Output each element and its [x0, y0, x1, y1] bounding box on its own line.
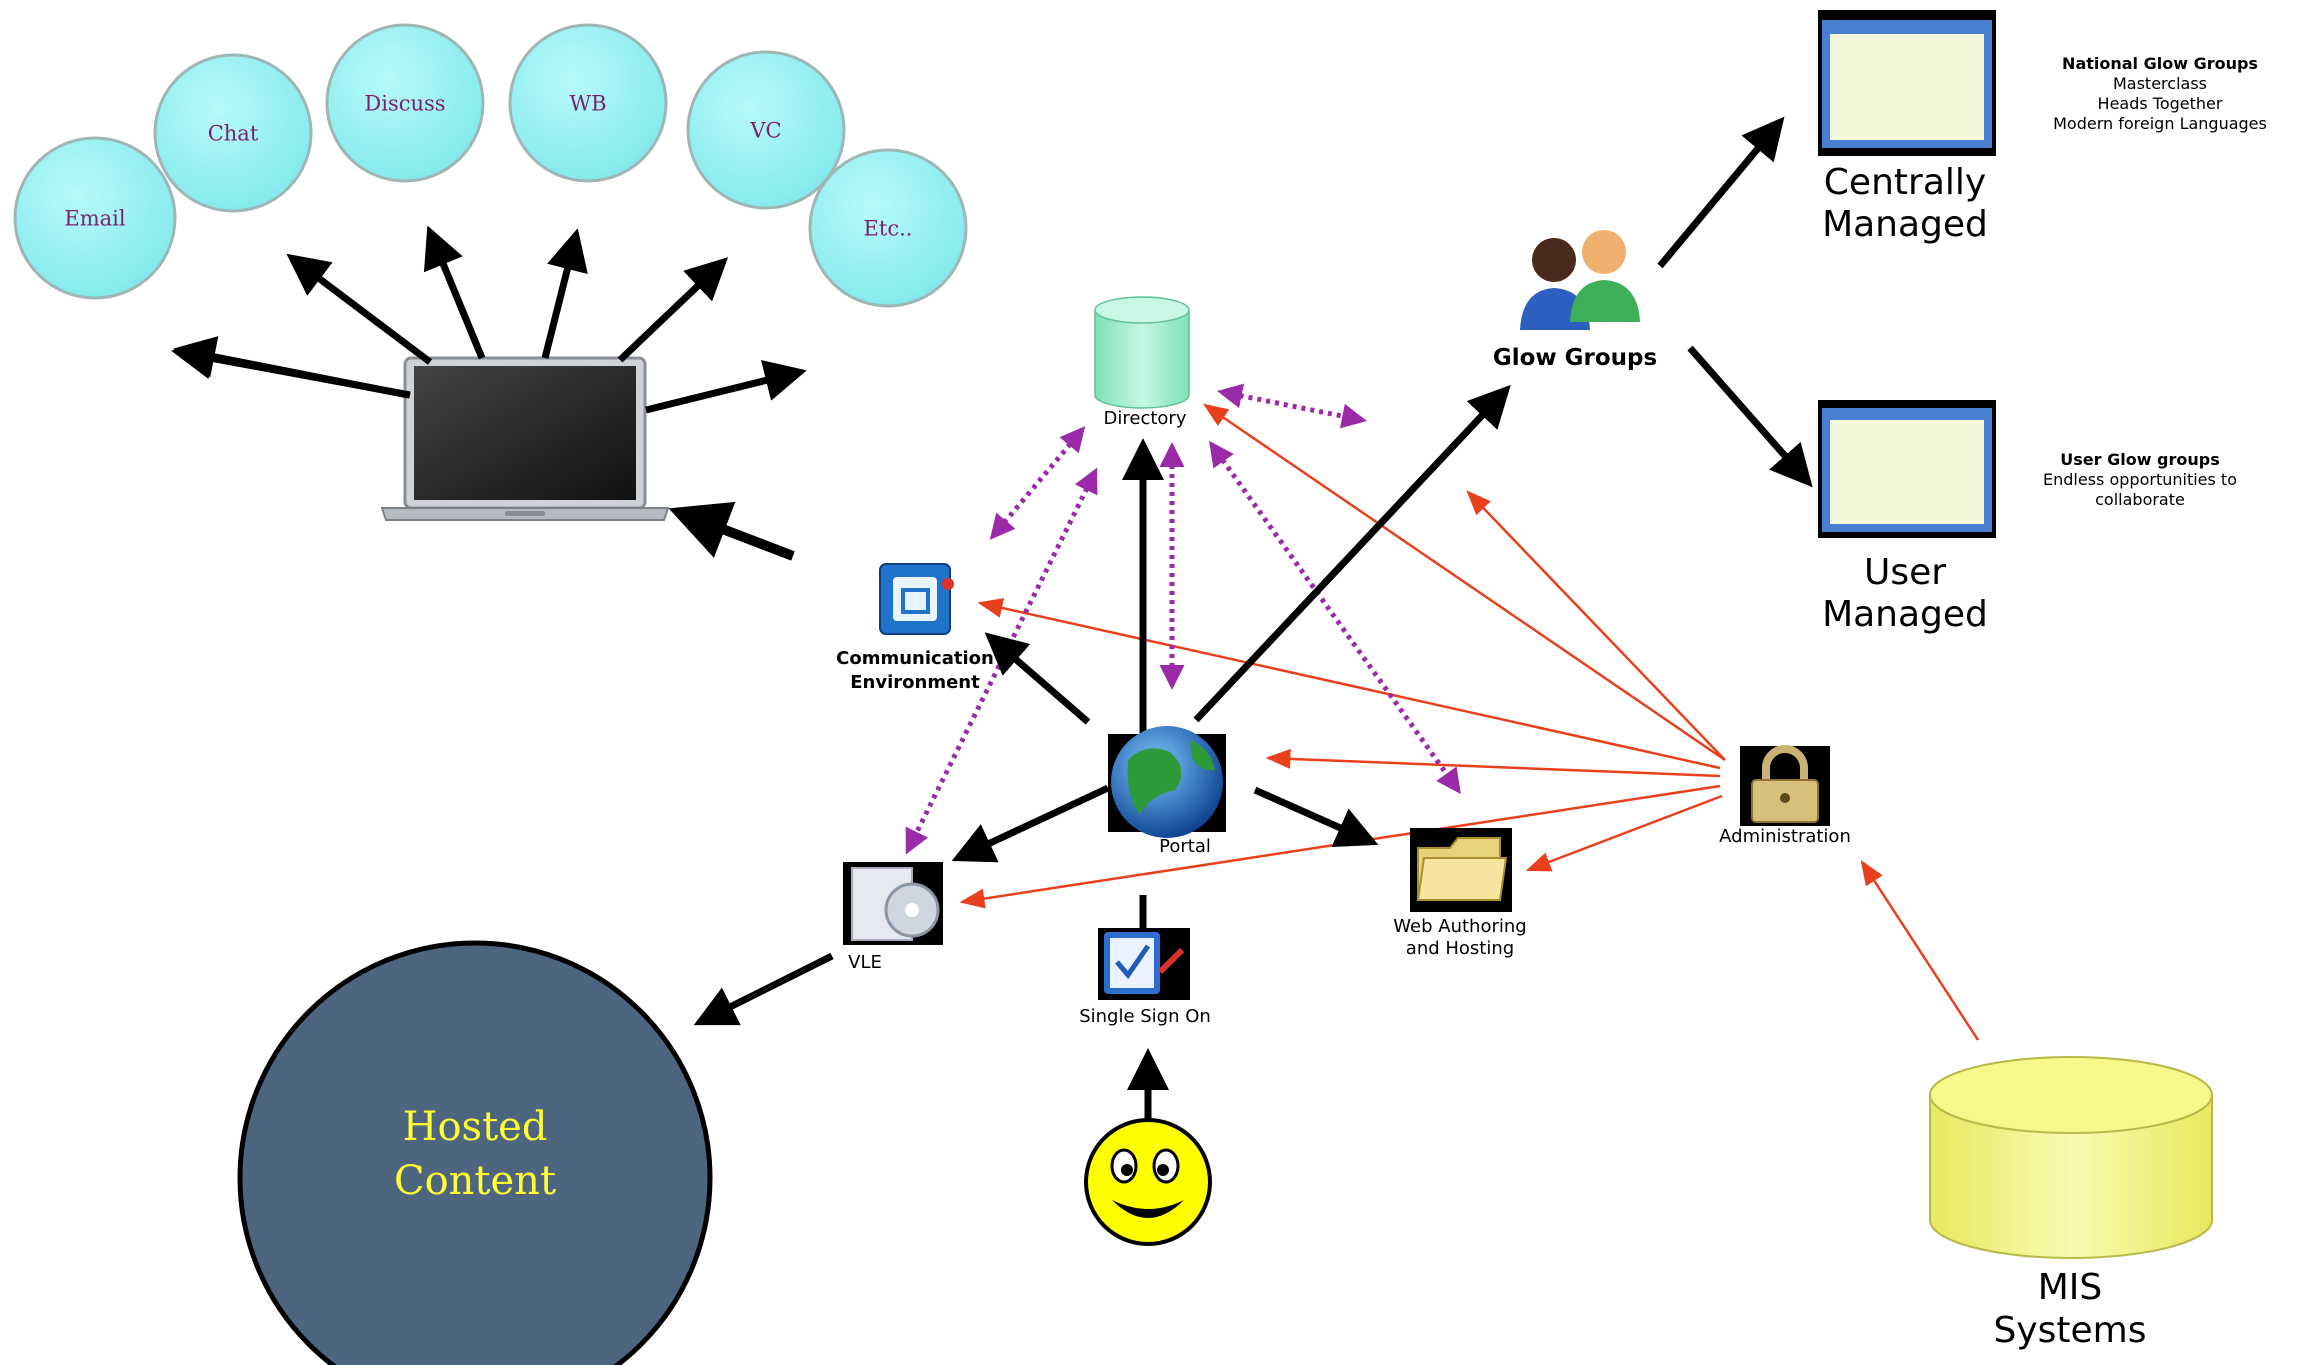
- user-glow-groups: User Glow groups Endless opportunities t…: [2000, 450, 2280, 510]
- communication-label-2: Environment: [850, 672, 980, 693]
- user-managed-label-1: User: [1863, 552, 1947, 593]
- portal-arrows: [693, 116, 1813, 1125]
- centrally-managed-label-1: Centrally: [1823, 162, 1987, 203]
- bubble-email-label: Email: [64, 207, 125, 231]
- bubble-wb-label: WB: [569, 92, 606, 116]
- bubble-etc-label: Etc..: [864, 217, 913, 241]
- user-glow-item: Endless opportunities to: [2043, 470, 2237, 489]
- bubble-chat-label: Chat: [208, 122, 259, 146]
- vle-icon: [843, 862, 943, 945]
- bubble-vc-label: VC: [749, 119, 781, 143]
- laptop-icon: [380, 356, 670, 521]
- mis-label-1: MIS: [2037, 1267, 2103, 1308]
- smiley-icon: [1084, 1118, 1212, 1246]
- web-authoring-label-1: Web Authoring: [1393, 916, 1527, 937]
- national-item: Heads Together: [2097, 94, 2223, 113]
- user-managed-label-2: Managed: [1822, 594, 1988, 635]
- window-thumbnail-icon: [1818, 400, 1996, 538]
- mis-label-2: Systems: [1993, 1310, 2147, 1351]
- mis-cylinder-icon: [1929, 1056, 2213, 1259]
- national-glow-groups: National Glow Groups Masterclass Heads T…: [2020, 54, 2300, 134]
- national-item: Masterclass: [2112, 74, 2207, 93]
- single-sign-on-icon: [1098, 928, 1190, 1000]
- web-authoring-label-2: and Hosting: [1405, 938, 1515, 959]
- national-glow-groups-title: National Glow Groups: [2062, 54, 2258, 73]
- hosted-content-label-1: Hosted: [402, 1104, 548, 1150]
- bubble-email: Email: [13, 136, 177, 300]
- centrally-managed-label-2: Managed: [1822, 204, 1988, 245]
- single-sign-on-label: Single Sign On: [1079, 1006, 1211, 1027]
- national-item: Modern foreign Languages: [2053, 114, 2267, 133]
- directory-cylinder-icon: [1094, 296, 1190, 409]
- vle-label: VLE: [848, 952, 882, 973]
- administration-label: Administration: [1719, 826, 1851, 847]
- padlock-icon: [1740, 745, 1830, 826]
- portal-label: Portal: [1159, 836, 1211, 857]
- bubble-discuss: Discuss: [325, 23, 485, 183]
- directory-label: Directory: [1103, 408, 1187, 429]
- people-icon: [1520, 230, 1640, 330]
- communication-label-1: Communication: [836, 648, 994, 669]
- user-glow-groups-title: User Glow groups: [2060, 450, 2220, 469]
- bubble-vc: VC: [686, 50, 846, 210]
- bubble-chat: Chat: [153, 53, 313, 213]
- bubble-discuss-label: Discuss: [364, 92, 445, 116]
- portal-globe-icon: [1108, 726, 1226, 838]
- bubble-etc: Etc..: [808, 148, 968, 308]
- window-thumbnail-icon: [1818, 10, 1996, 156]
- hosted-content-label-2: Content: [393, 1158, 557, 1204]
- glow-groups-label: Glow Groups: [1492, 345, 1658, 371]
- bubble-wb: WB: [508, 23, 668, 183]
- communication-icon: [879, 563, 954, 635]
- web-folder-icon: [1410, 828, 1512, 912]
- laptop-arrows: [173, 225, 807, 561]
- hosted-content-circle: [237, 940, 713, 1365]
- user-glow-item: collaborate: [2095, 490, 2185, 509]
